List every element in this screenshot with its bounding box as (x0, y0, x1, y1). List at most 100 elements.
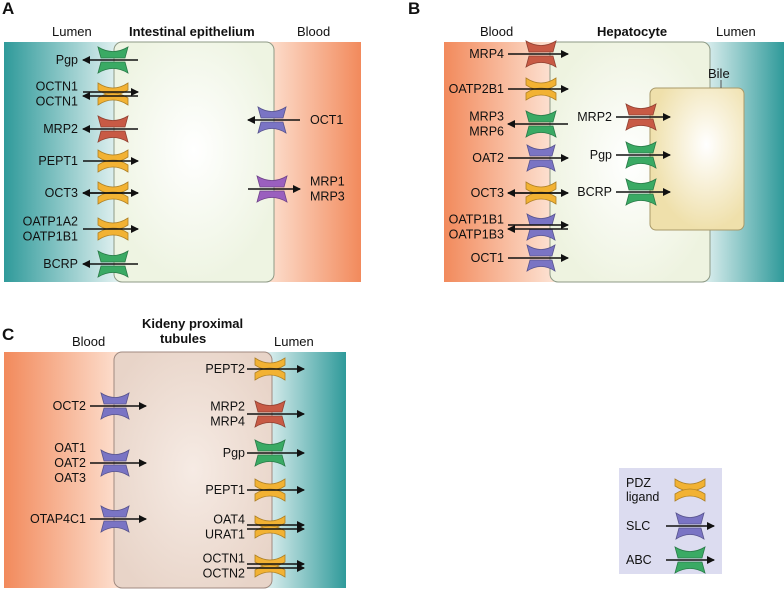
transporter-label: OAT2 (472, 151, 504, 165)
transporter: OCT2 (53, 392, 147, 420)
transporter: MRP2 (577, 103, 671, 131)
transporter-label: MRP1 (310, 175, 345, 189)
panel-letter: B (408, 0, 420, 18)
slc-transporter-icon (100, 449, 130, 477)
abc-transporter-icon (254, 400, 286, 428)
transporter-label: OAT1 (54, 441, 86, 455)
transporter: BCRP (43, 250, 138, 278)
transporter: PEPT2 (205, 357, 305, 381)
transporter-label: OATP1A2 (23, 215, 78, 229)
panel-b: B Blood Hepatocyte Lumen Bile MRP4OATP2B… (408, 0, 784, 283)
transporter: PEPT1 (38, 149, 139, 173)
blood-label: Blood (297, 24, 330, 39)
transporter-label: OCTN1 (36, 95, 78, 109)
slc-transporter-icon (257, 106, 287, 134)
pdz-ligand-transporter-icon (674, 478, 706, 502)
panel-c: C Blood Kideny proximal tubules Lumen OC… (2, 316, 346, 589)
lumen-region (4, 42, 122, 282)
legend-item: SLC (626, 512, 715, 540)
abc-transporter-icon (674, 546, 706, 574)
panel-a: A Lumen Intestinal epithelium Blood PgpO… (2, 0, 361, 283)
transporter: OAT2 (472, 144, 569, 172)
transporter: Pgp (590, 141, 671, 169)
transporter-label: OATP2B1 (449, 82, 504, 96)
blood-transporters: MRP4OATP2B1MRP3MRP6OAT2OCT3OATP1B1OATP1B… (449, 40, 569, 272)
transporter-label: OTAP4C1 (30, 512, 86, 526)
panel-letter: C (2, 325, 14, 344)
transporter-label: OCTN1 (36, 80, 78, 94)
abc-transporter-icon (97, 46, 129, 74)
lumen-label: Lumen (52, 24, 92, 39)
transporter: OTAP4C1 (30, 505, 147, 533)
transporter-label: OCTN2 (203, 567, 245, 581)
transporter-label: PEPT2 (205, 362, 245, 376)
abc-transporter-icon (97, 115, 129, 143)
slc-transporter-icon (526, 144, 556, 172)
transporter-label: OCT3 (471, 186, 504, 200)
abc-transporter-icon (525, 110, 557, 138)
transporter-label: Pgp (56, 53, 78, 67)
abc-transporter-icon (97, 250, 129, 278)
transporter: BCRP (577, 178, 671, 206)
transporter-label: OAT2 (54, 456, 86, 470)
transporter-label: MRP2 (577, 110, 612, 124)
transporter-label: MRP3 (469, 110, 504, 124)
transporter-label: Pgp (223, 446, 245, 460)
legend-label: PDZ (626, 476, 651, 490)
panel-letter: A (2, 0, 14, 18)
transporter: MRP2 (43, 115, 138, 143)
bile-label: Bile (708, 66, 730, 81)
transporter-label: OCT1 (310, 113, 343, 127)
panel-title: Intestinal epithelium (129, 24, 255, 39)
abc-transporter-icon (254, 439, 286, 467)
transporter-label: MRP2 (210, 400, 245, 414)
transporter-label: OCT3 (45, 186, 78, 200)
panel-title-line-1: Kideny proximal (142, 316, 243, 331)
legend-item: ABC (626, 546, 715, 574)
abc-transporter-icon (625, 103, 657, 131)
transporter: OCT3 (45, 181, 139, 205)
transporter-label: OCT2 (53, 399, 86, 413)
slc-transporter-icon (526, 213, 556, 241)
transporter-label: PEPT1 (38, 154, 78, 168)
transporter-label: URAT1 (205, 528, 245, 542)
lumen-transporters: PgpOCTN1OCTN1MRP2PEPT1OCT3OATP1A2OATP1B1… (23, 46, 139, 278)
legend-label: ABC (626, 553, 652, 567)
transporter: OCT3 (471, 181, 569, 205)
lumen-label: Lumen (716, 24, 756, 39)
transporter-label: Pgp (590, 148, 612, 162)
blood-label: Blood (480, 24, 513, 39)
transporter-label: BCRP (577, 185, 612, 199)
transporter: Pgp (56, 46, 138, 74)
lumen-label: Lumen (274, 334, 314, 349)
transporter: OCT1 (247, 106, 343, 134)
transporter-label: MRP4 (469, 47, 504, 61)
legend-label: ligand (626, 490, 659, 504)
transporter-label: OATP1B1 (449, 213, 504, 227)
transporter-label: MRP2 (43, 122, 78, 136)
slc-transporter-icon (675, 512, 705, 540)
transporter-label: OATP1B1 (23, 230, 78, 244)
transporter-label: BCRP (43, 257, 78, 271)
transporter-label: MRP3 (310, 190, 345, 204)
transporter: PEPT1 (205, 478, 305, 502)
slc-transporter-icon (526, 244, 556, 272)
transporter: Pgp (223, 439, 305, 467)
panel-title: Hepatocyte (597, 24, 667, 39)
transporter-label: OAT4 (213, 513, 245, 527)
transporter-label: PEPT1 (205, 483, 245, 497)
